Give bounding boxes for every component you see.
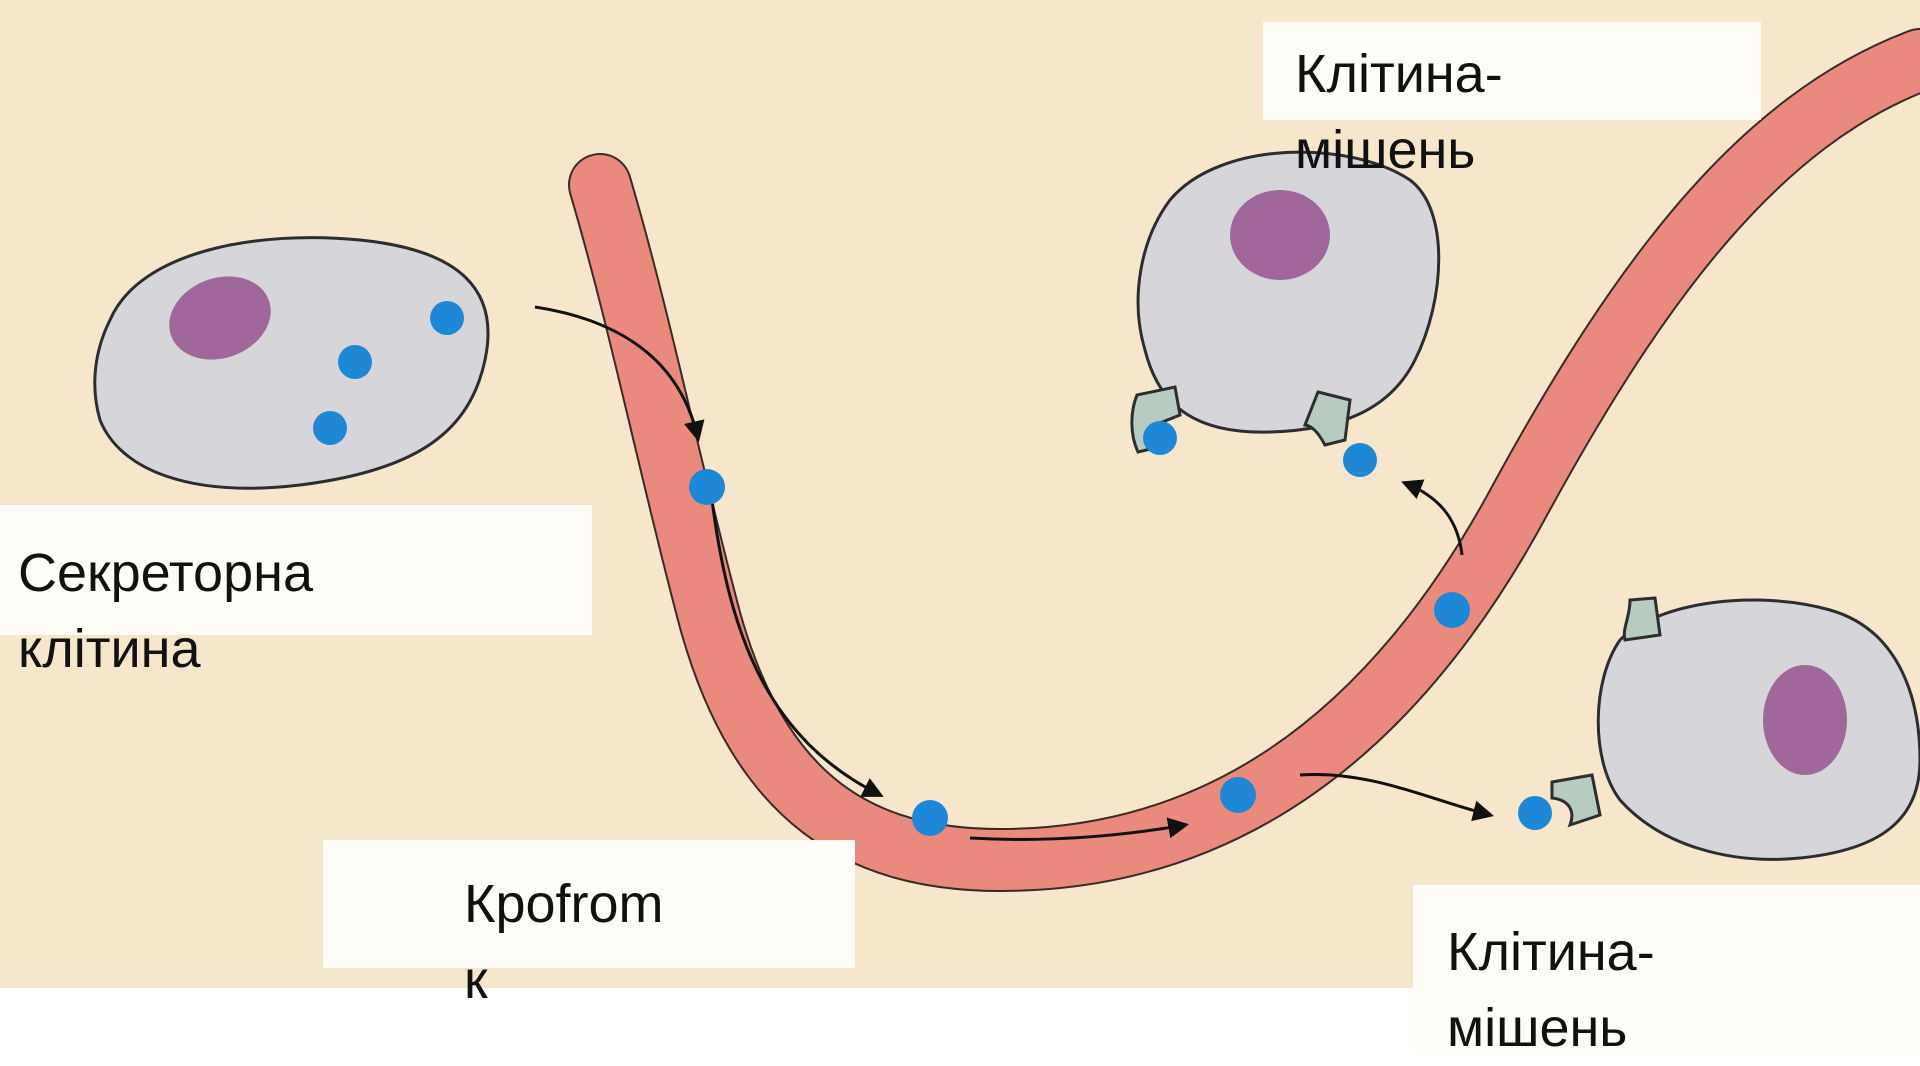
secretory-cell-label-line-1: Секреторна [18, 535, 313, 611]
target-cell-bottom-label-line-2: мішень [1447, 990, 1655, 1066]
target-cell-top-label: Клітина- мішень [1295, 36, 1503, 188]
target-cell-bottom-label-line-1: Клітина- [1447, 914, 1655, 990]
hormone-dot [313, 411, 347, 445]
hormone-dot [1434, 592, 1470, 628]
bloodstream-label-line-1: Кроfrom [464, 866, 664, 942]
hormone-dot [1518, 796, 1552, 830]
target-cell-top-nucleus [1230, 190, 1330, 280]
hormone-dot [430, 301, 464, 335]
bloodstream-label: Кроfrom к [464, 866, 664, 1018]
hormone-dot [912, 800, 948, 836]
target-cell-bottom-body [1598, 600, 1920, 859]
secretory-cell-label-line-2: клітина [18, 611, 313, 687]
hormone-dot [338, 345, 372, 379]
hormone-dot [1220, 777, 1256, 813]
secretory-cell-label: Секреторна клітина [18, 535, 313, 687]
hormone-dot [1143, 421, 1177, 455]
target-cell-top-label-line-1: Клітина- [1295, 36, 1503, 112]
receptor [1624, 598, 1660, 640]
hormone-dot [1343, 443, 1377, 477]
hormone-dot [689, 469, 725, 505]
target-cell-bottom-label: Клітина- мішень [1447, 914, 1655, 1066]
target-cell-top-label-line-2: мішень [1295, 112, 1503, 188]
bloodstream-label-line-2: к [464, 942, 664, 1018]
target-cell-bottom-nucleus [1763, 665, 1847, 775]
